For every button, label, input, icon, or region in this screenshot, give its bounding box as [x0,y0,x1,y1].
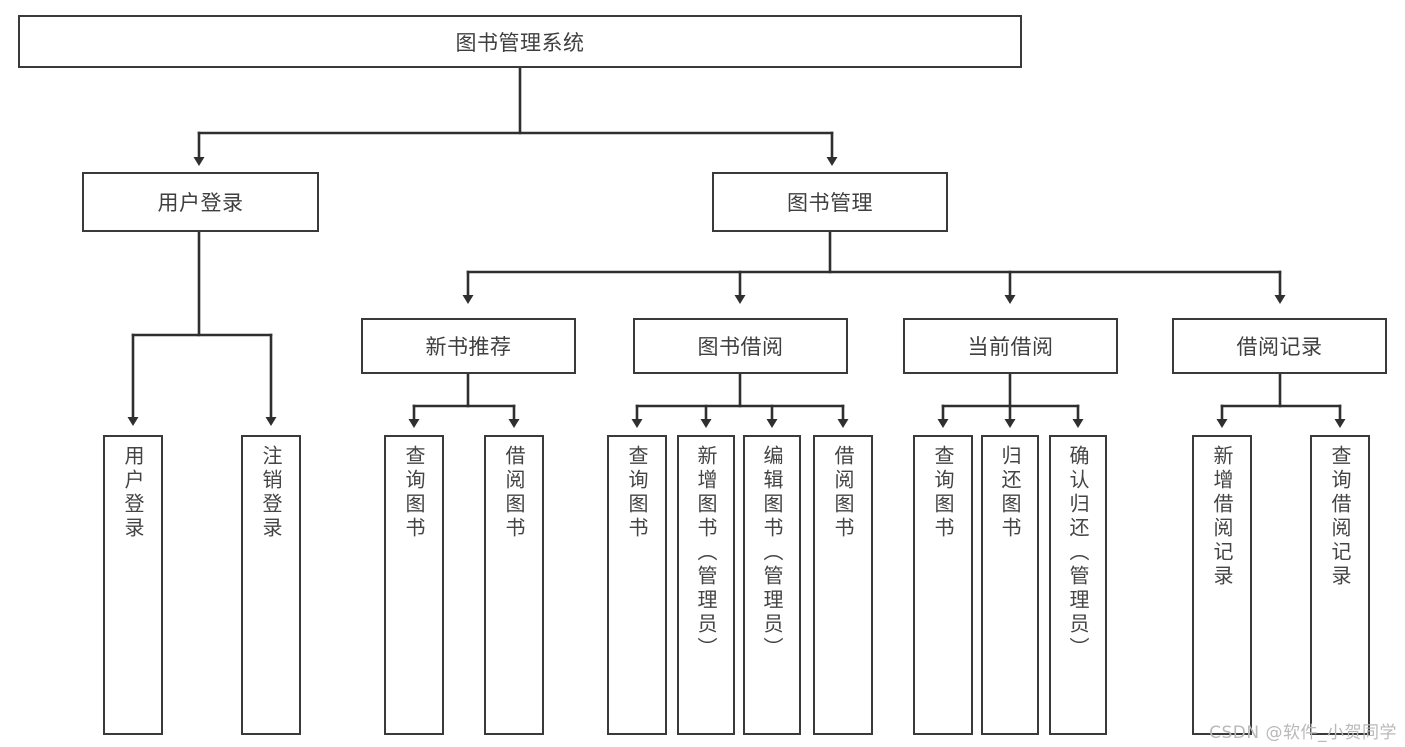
node-label: 注销登录 [259,445,283,541]
node-borrow-record[interactable]: 借阅记录 [1172,318,1387,374]
node-label: 用户登录 [121,445,145,541]
node-label: 借阅图书 [831,445,855,541]
node-label: 确认归还（管理员） [1066,445,1090,661]
node-label: 新书推荐 [425,335,512,359]
node-label: 查询借阅记录 [1328,445,1352,589]
leaf-return-book[interactable]: 归还图书 [981,435,1039,735]
node-label: 图书管理系统 [455,30,585,55]
leaf-query-borrow-record[interactable]: 查询借阅记录 [1310,435,1370,735]
node-label: 当前借阅 [967,335,1054,359]
node-root-book-management-system[interactable]: 图书管理系统 [18,15,1022,68]
leaf-confirm-return-admin[interactable]: 确认归还（管理员） [1049,435,1107,735]
node-user-login[interactable]: 用户登录 [82,172,319,232]
leaf-logout-login[interactable]: 注销登录 [241,435,301,735]
node-book-borrow[interactable]: 图书借阅 [633,318,848,374]
leaf-add-borrow-record[interactable]: 新增借阅记录 [1192,435,1252,735]
node-label: 归还图书 [998,445,1022,541]
node-current-borrow[interactable]: 当前借阅 [903,318,1118,374]
node-new-book-recommend[interactable]: 新书推荐 [361,318,576,374]
node-label: 新增图书（管理员） [694,445,718,661]
node-book-management[interactable]: 图书管理 [712,172,948,232]
node-label: 用户登录 [157,191,244,215]
node-label: 查询图书 [402,445,426,541]
node-label: 借阅记录 [1236,335,1323,359]
leaf-query-book-borrow[interactable]: 查询图书 [607,435,667,735]
leaf-borrow-book-recommend[interactable]: 借阅图书 [484,435,544,735]
node-label: 新增借阅记录 [1210,445,1234,589]
leaf-add-book-admin[interactable]: 新增图书（管理员） [677,435,735,735]
leaf-borrow-book-borrow[interactable]: 借阅图书 [813,435,873,735]
node-label: 查询图书 [625,445,649,541]
leaf-query-book-recommend[interactable]: 查询图书 [384,435,444,735]
node-label: 查询图书 [931,445,955,541]
node-label: 图书管理 [787,191,873,215]
leaf-user-login[interactable]: 用户登录 [103,435,163,735]
node-label: 借阅图书 [502,445,526,541]
leaf-query-book-current[interactable]: 查询图书 [913,435,973,735]
leaf-edit-book-admin[interactable]: 编辑图书（管理员） [743,435,801,735]
node-label: 编辑图书（管理员） [760,445,784,661]
node-label: 图书借阅 [697,335,784,359]
